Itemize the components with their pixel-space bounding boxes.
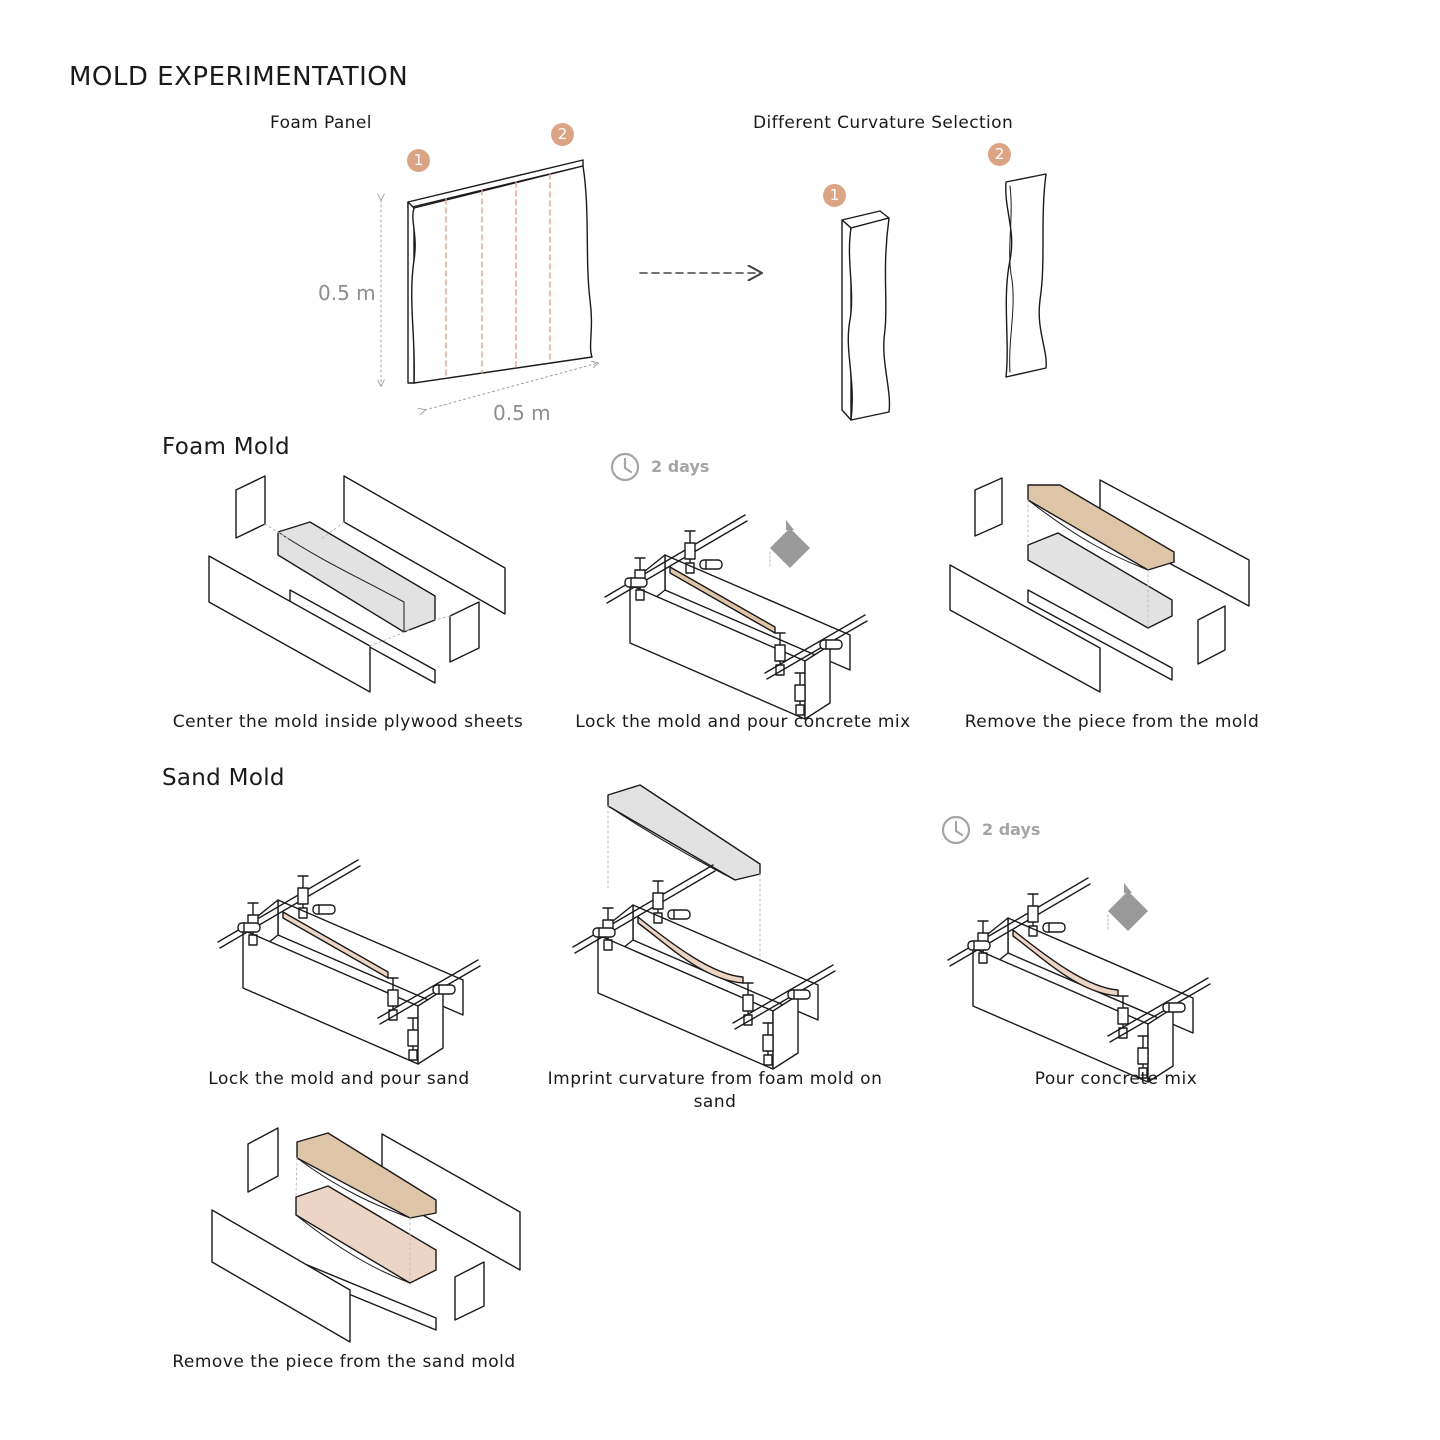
badge-2-strip: 2 [988, 143, 1011, 166]
curvature-label: Different Curvature Selection [753, 113, 1014, 133]
sand-step1-drawing [218, 860, 480, 1064]
pour-icon-2 [1107, 883, 1148, 931]
foam-step3-caption: Remove the piece from the mold [964, 712, 1260, 732]
foam-timer-label: 2 days [651, 457, 710, 476]
sand-step3-caption: Pour concrete mix [1034, 1069, 1198, 1089]
foam-step2-drawing [605, 515, 867, 719]
width-dimension-line [425, 363, 598, 410]
foam-step1-drawing [208, 475, 506, 693]
sand-timer-label: 2 days [982, 820, 1041, 839]
foam-panel-label: Foam Panel [270, 113, 372, 133]
page-title: MOLD EXPERIMENTATION [69, 62, 409, 92]
width-dimension: 0.5 m [493, 401, 551, 425]
foam-panel-drawing [407, 159, 593, 384]
foam-step1-caption: Center the mold inside plywood sheets [172, 712, 524, 732]
height-dimension: 0.5 m [318, 281, 376, 305]
clock-icon-2 [941, 815, 971, 845]
foam-step3-drawing [949, 477, 1250, 693]
sand-step1-caption: Lock the mold and pour sand [208, 1069, 470, 1089]
curvature-strip-1 [841, 210, 891, 421]
curvature-strip-2 [1005, 173, 1047, 378]
foam-mold-heading: Foam Mold [162, 434, 290, 460]
sand-step2-drawing [607, 784, 761, 961]
foam-step2-caption: Lock the mold and pour concrete mix [575, 712, 911, 732]
sand-step4-caption: Remove the piece from the sand mold [172, 1352, 516, 1372]
pour-icon [769, 520, 810, 568]
sand-step3-drawing [948, 878, 1210, 1082]
clock-icon [610, 452, 640, 482]
badge-2: 2 [551, 123, 574, 146]
badge-1-strip: 1 [823, 184, 846, 207]
sand-step2-caption: Imprint curvature from foam mold on sand [547, 1069, 883, 1112]
badge-1: 1 [407, 149, 430, 172]
sand-step4-drawing [211, 1127, 521, 1343]
sand-mold-heading: Sand Mold [162, 765, 285, 791]
